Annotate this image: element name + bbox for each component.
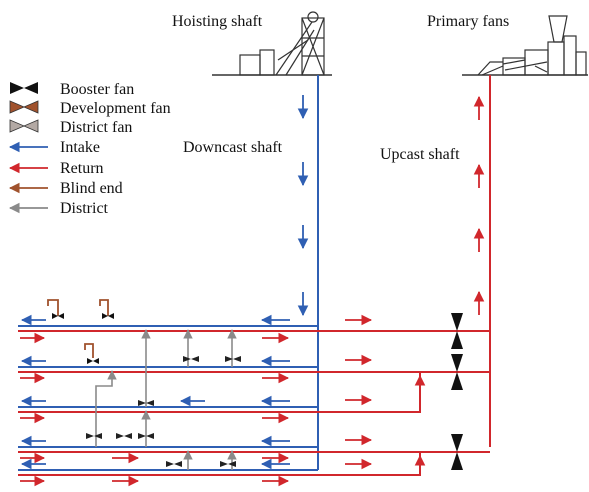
- legend-label: District fan: [60, 119, 132, 136]
- booster-fan-icon: [10, 82, 38, 94]
- district-fan-icon: [86, 433, 102, 439]
- development-fans: [52, 313, 114, 364]
- district-fan-icon: [183, 356, 199, 362]
- legend: Booster fan Development fan District fan…: [8, 81, 171, 217]
- legend-label: Intake: [60, 139, 100, 156]
- blind-end-duct: [84, 343, 94, 358]
- booster-fans: [451, 313, 463, 470]
- legend-item-blind-end: Blind end: [8, 180, 123, 197]
- primary-fans-label: Primary fans: [427, 13, 509, 30]
- legend-label: District: [60, 200, 109, 217]
- legend-label: Booster fan: [60, 81, 134, 98]
- blind-end-duct: [47, 299, 59, 316]
- district-branches: [95, 329, 237, 470]
- district-fans: [86, 356, 241, 467]
- surface: [212, 11, 588, 76]
- booster-fan-icon: [451, 313, 463, 349]
- blind-end-duct: [99, 299, 109, 316]
- district-fan-icon: [166, 461, 182, 467]
- return-drifts: [18, 330, 490, 476]
- district-fan-icon: [116, 433, 132, 439]
- district-fan-icon: [138, 433, 154, 439]
- legend-item-intake: Intake: [8, 139, 100, 156]
- legend-label: Development fan: [60, 100, 171, 117]
- legend-item-district-fan: District fan: [9, 119, 132, 136]
- booster-fan-icon: [451, 354, 463, 390]
- development-ducts: [47, 299, 109, 358]
- development-fan-icon: [52, 313, 64, 319]
- legend-label: Blind end: [60, 180, 123, 197]
- downcast-shaft-label: Downcast shaft: [183, 139, 283, 156]
- district-fan-icon: [225, 356, 241, 362]
- legend-item-return: Return: [8, 160, 104, 177]
- intake-drifts: [18, 325, 318, 471]
- intake-flow-arrows: [20, 314, 290, 470]
- district-up-arrow-icon: [95, 370, 117, 447]
- legend-label: Return: [60, 160, 104, 177]
- district-fan-icon: [9, 119, 39, 133]
- upcast-shaft-label: Upcast shaft: [380, 146, 460, 163]
- primary-fan-house-icon: [477, 15, 587, 76]
- development-fan-icon: [102, 313, 114, 319]
- hoisting-shaft-label: Hoisting shaft: [172, 13, 263, 30]
- legend-item-development-fan: Development fan: [9, 100, 171, 117]
- legend-item-district: District: [8, 200, 109, 217]
- booster-fan-icon: [451, 434, 463, 470]
- headframe-icon: [239, 11, 325, 76]
- district-fan-icon: [138, 400, 154, 406]
- district-fan-icon: [220, 461, 236, 467]
- return-flow-arrows: [20, 314, 373, 487]
- development-fan-icon: [87, 358, 99, 364]
- legend-item-booster-fan: Booster fan: [10, 81, 134, 98]
- development-fan-icon: [9, 100, 39, 114]
